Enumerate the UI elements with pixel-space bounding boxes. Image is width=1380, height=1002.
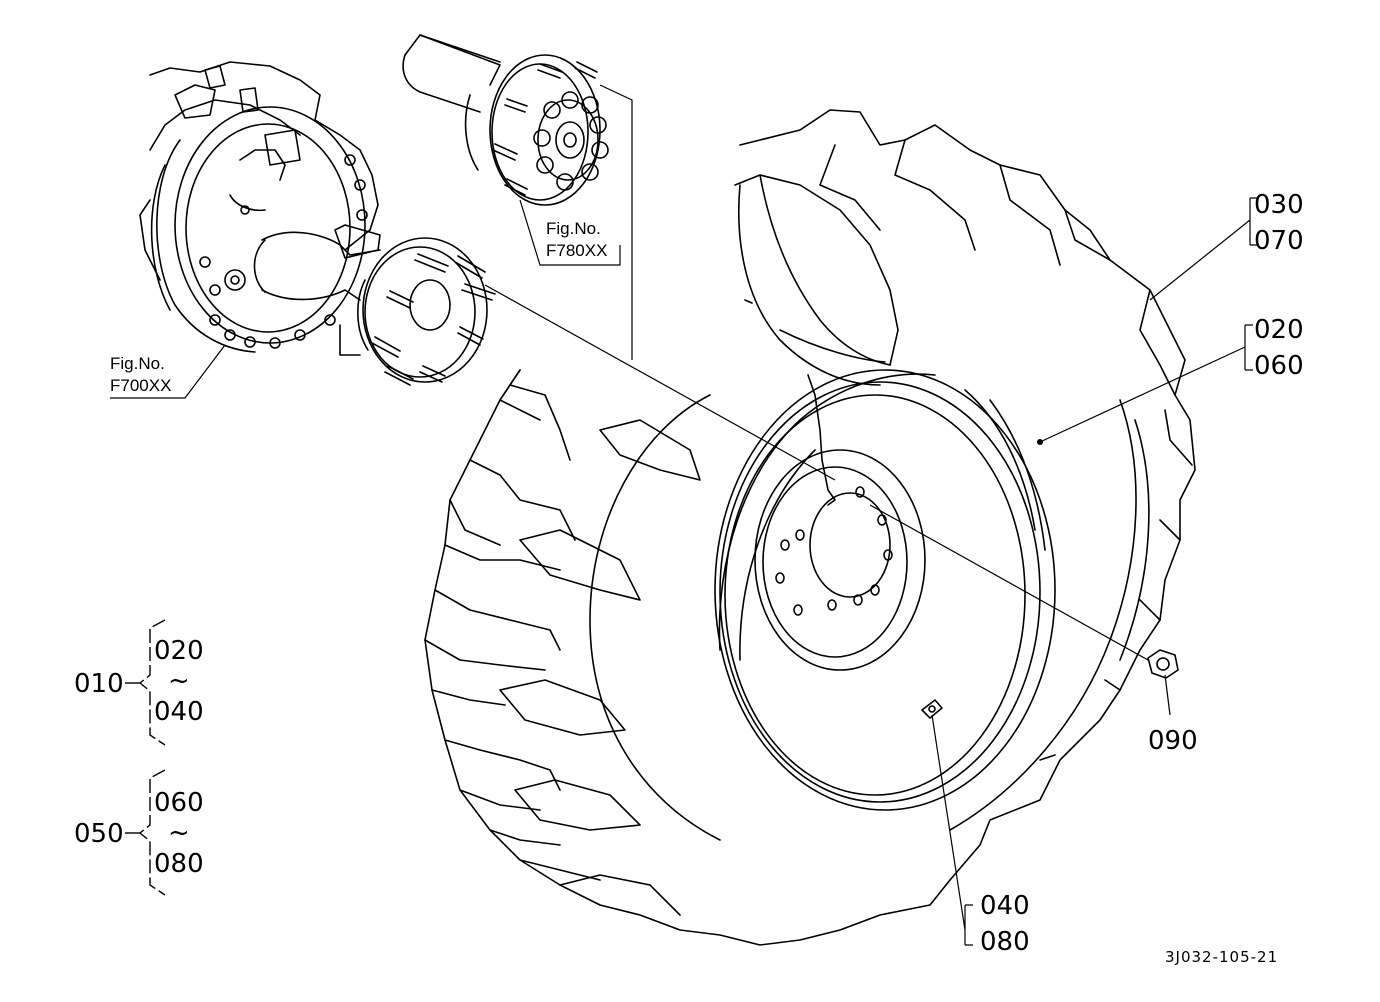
axle-tube: [253, 224, 381, 356]
leader-lines: [110, 84, 1258, 946]
axle-flange: [357, 237, 496, 386]
fig-ref-f780[interactable]: Fig.No. F780XX: [546, 219, 608, 261]
group-050-to[interactable]: 080: [154, 849, 204, 879]
valve-stem: [921, 699, 943, 719]
rim-bolt-holes: [775, 486, 893, 616]
callout-dot-020: [1037, 439, 1043, 445]
upper-hub: [402, 34, 609, 206]
group-010-range: ~: [168, 666, 190, 696]
callout-090[interactable]: 090: [1148, 726, 1198, 756]
group-010-parent[interactable]: 010: [74, 669, 124, 699]
group-050-parent[interactable]: 050: [74, 819, 124, 849]
fig-ref-f700[interactable]: Fig.No. F700XX: [110, 354, 172, 396]
group-050-range: ~: [168, 818, 190, 848]
wheel-rim: [714, 369, 1056, 811]
wheel-nut: [1147, 649, 1179, 679]
callout-080[interactable]: 080: [980, 927, 1030, 957]
callout-040[interactable]: 040: [980, 891, 1030, 921]
flange-studs: [371, 253, 496, 386]
drawing-code: 3J032-105-21: [1165, 948, 1279, 966]
group-010-to[interactable]: 040: [154, 697, 204, 727]
group-050-from[interactable]: 060: [154, 788, 204, 818]
housing-bolts: [199, 154, 368, 349]
hub-nuts: [533, 91, 609, 191]
axle-housing: [139, 61, 379, 353]
callout-070[interactable]: 070: [1254, 226, 1304, 256]
callout-020[interactable]: 020: [1254, 315, 1304, 345]
callout-030[interactable]: 030: [1254, 190, 1304, 220]
hub-studs: [492, 61, 598, 196]
group-010-from[interactable]: 020: [154, 636, 204, 666]
group-brackets: [125, 619, 166, 896]
callout-060[interactable]: 060: [1254, 351, 1304, 381]
tire: [424, 109, 1196, 946]
